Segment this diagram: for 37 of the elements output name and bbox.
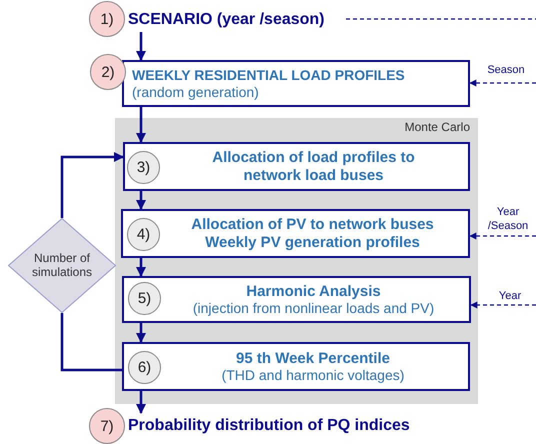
step-number: 5) (128, 282, 161, 315)
box-subtitle: (random generation) (132, 84, 259, 100)
step-number: 7) (89, 408, 125, 444)
box-title: 95 th Week Percentile (236, 350, 390, 368)
step-number: 6) (128, 351, 161, 384)
box-title: WEEKLY RESIDENTIAL LOAD PROFILES (132, 67, 405, 84)
step-number: 3) (127, 151, 160, 184)
process-box (123, 142, 470, 191)
box-title: Allocation of PV to network buses (191, 216, 434, 234)
box-title: Harmonic Analysis (246, 282, 381, 300)
arrow (469, 80, 536, 86)
process-box (122, 276, 471, 323)
monte-carlo-band (115, 118, 478, 404)
box-title: Allocation of load profiles to network load buses (211, 149, 416, 184)
arrow (136, 391, 146, 414)
arrow (136, 258, 146, 277)
decision-label: Number of simulations (30, 252, 94, 280)
arrow (136, 107, 146, 143)
arrow (136, 191, 146, 210)
arrow (469, 232, 536, 240)
step-number: 1) (89, 1, 125, 37)
arrow (136, 32, 146, 61)
connector-line (60, 313, 122, 372)
process-box (121, 209, 470, 258)
arrow (470, 302, 536, 308)
band-label: Monte Carlo (404, 121, 470, 135)
process-box (122, 342, 470, 391)
connector-line (346, 18, 536, 20)
step-text: SCENARIO (year /season) (128, 10, 326, 30)
step-number: 4) (127, 218, 160, 251)
arrow (136, 323, 146, 343)
box-subtitle: (THD and harmonic voltages) (222, 367, 404, 384)
step-text: Probability distribution of PQ indices (128, 416, 411, 436)
step-number: 2) (90, 54, 126, 90)
arrow (60, 152, 124, 218)
box-subtitle: Weekly PV generation profiles (205, 234, 420, 251)
box-subtitle: (injection from nonlinear loads and PV) (192, 300, 434, 316)
